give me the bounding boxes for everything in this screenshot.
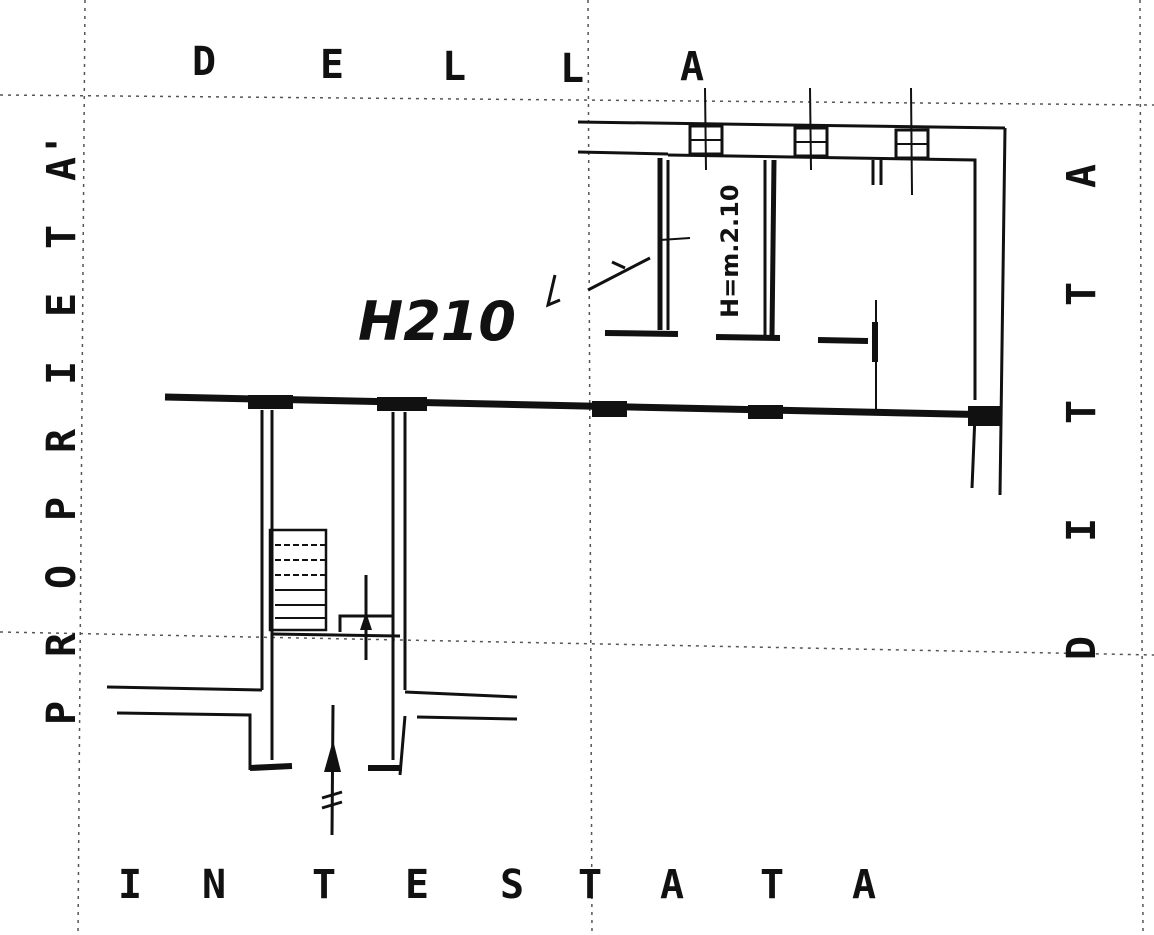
border-letter: D: [192, 39, 216, 85]
border-label-right: D I T T A: [1059, 164, 1105, 660]
border-letter: A: [660, 862, 684, 908]
window-marker: [793, 87, 829, 171]
border-letter: T: [760, 862, 784, 908]
border-letter: R: [39, 632, 85, 657]
window-marker: [894, 87, 930, 196]
border-letter: E: [405, 862, 429, 908]
staircase: [268, 528, 328, 632]
border-letter: T: [39, 225, 85, 249]
wall-height-label: H=m.2.10: [716, 184, 744, 318]
border-letter: P: [39, 701, 85, 725]
border-letter: N: [202, 862, 226, 908]
leader-mark: [545, 274, 561, 308]
border-letter: A: [680, 44, 704, 90]
stair-arrow-up: [360, 575, 372, 660]
pillar: [248, 395, 293, 409]
border-letter: T: [578, 862, 602, 908]
window-marker: [688, 87, 724, 171]
border-letter: T: [1059, 400, 1105, 424]
border-label-bottom: I N T E S T A T A: [118, 862, 876, 908]
border-letter: T: [1059, 282, 1105, 306]
border-letter: T: [312, 862, 336, 908]
border-letter: O: [39, 565, 85, 589]
border-letter: R: [39, 428, 85, 453]
border-letter: S: [500, 862, 524, 908]
main-wall: [164, 393, 1001, 426]
pillar: [748, 405, 783, 419]
border-letter: E: [39, 293, 85, 317]
room-height-label: H210: [358, 290, 516, 353]
border-label-left: P R O P R I E T A': [39, 133, 85, 725]
border-letter: L: [560, 46, 584, 92]
border-letter: E: [320, 42, 344, 88]
border-letter: P: [39, 497, 85, 521]
leader-arrow: [587, 256, 651, 292]
pillar: [968, 406, 1000, 426]
border-letter: A': [39, 133, 85, 181]
border-letter: A: [1059, 164, 1105, 188]
pillar: [377, 397, 427, 411]
border-letter: I: [1059, 518, 1105, 542]
border-letter: L: [442, 44, 466, 90]
border-letter: I: [39, 361, 85, 385]
entrance-arrow-up: [321, 704, 343, 836]
border-letter: I: [118, 862, 142, 908]
border-label-top: D E L L A: [192, 39, 704, 92]
border-letter: A: [852, 862, 876, 908]
border-letter: D: [1059, 636, 1105, 660]
pillar: [592, 401, 627, 417]
stair-block: [106, 410, 518, 836]
upper-rooms: [577, 87, 1007, 496]
